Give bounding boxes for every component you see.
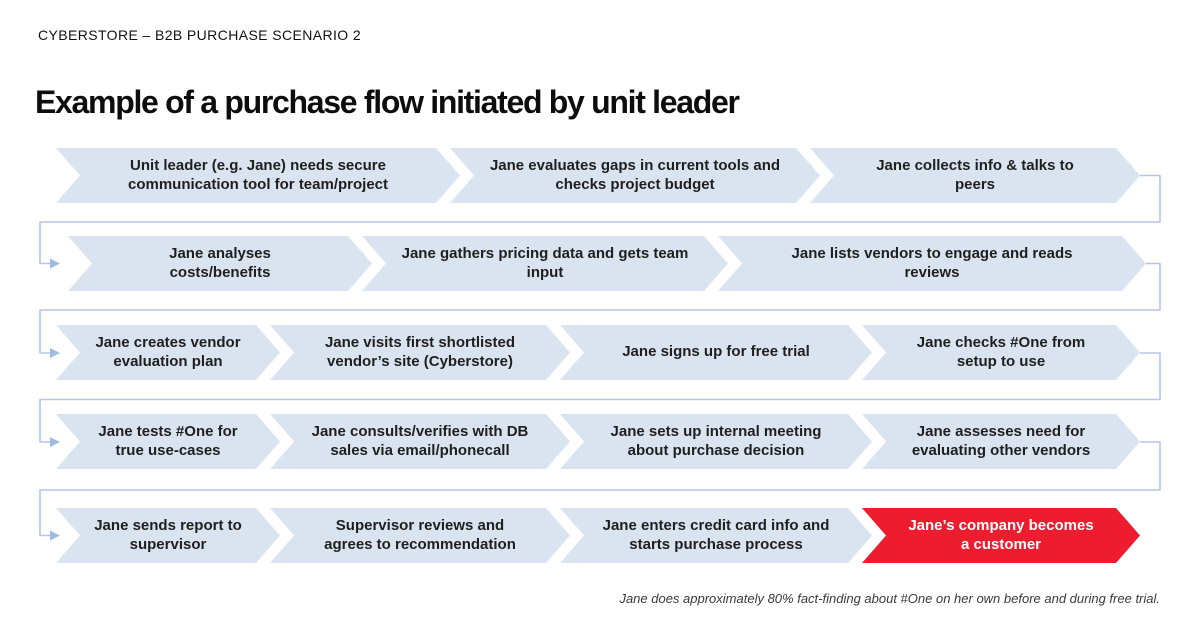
flow-step-label: Jane analyses costs/benefits <box>169 244 271 281</box>
flow-step-label: Jane signs up for free trial <box>622 343 810 361</box>
flow-step-final: Jane’s company becomes a customer <box>862 508 1140 563</box>
flow-step: Jane assesses need for evaluating other … <box>862 414 1140 469</box>
flow-step-label: Jane visits first shortlisted vendor’s s… <box>324 333 516 370</box>
flow-step-label: Jane enters credit card info and starts … <box>602 516 830 553</box>
flow-step: Jane gathers pricing data and gets team … <box>362 236 728 291</box>
flow-step-label: Supervisor reviews and agrees to recomme… <box>324 516 516 553</box>
flow-step: Jane signs up for free trial <box>560 325 872 380</box>
flow-step-label: Jane consults/verifies with DB sales via… <box>311 422 529 459</box>
flow-step: Jane sends report to supervisor <box>56 508 280 563</box>
flow-step-label: Jane sets up internal meeting about purc… <box>610 422 822 459</box>
flow-step-label: Jane creates vendor evaluation plan <box>95 333 241 370</box>
flow-step: Supervisor reviews and agrees to recomme… <box>270 508 570 563</box>
flow-step: Jane consults/verifies with DB sales via… <box>270 414 570 469</box>
flow-step-label: Jane tests #One for true use-cases <box>98 422 238 459</box>
flow-step: Jane visits first shortlisted vendor’s s… <box>270 325 570 380</box>
flow-step: Unit leader (e.g. Jane) needs secure com… <box>56 148 460 203</box>
arrow-icon <box>50 530 60 541</box>
flow-step: Jane collects info & talks to peers <box>810 148 1140 203</box>
arrow-icon <box>50 348 60 358</box>
flow-step-label: Jane lists vendors to engage and reads r… <box>791 244 1073 281</box>
flow-step: Jane enters credit card info and starts … <box>560 508 872 563</box>
flow-step-label: Jane assesses need for evaluating other … <box>911 422 1091 459</box>
flow-step: Jane tests #One for true use-cases <box>56 414 280 469</box>
page-title: Example of a purchase flow initiated by … <box>35 84 740 120</box>
slide-kicker: CYBERSTORE – B2B PURCHASE SCENARIO 2 <box>38 27 362 43</box>
flow-step: Jane evaluates gaps in current tools and… <box>450 148 820 203</box>
flow-step: Jane lists vendors to engage and reads r… <box>718 236 1146 291</box>
flow-step: Jane checks #One from setup to use <box>862 325 1140 380</box>
flow-step-label: Jane checks #One from setup to use <box>916 333 1086 370</box>
flow-step-label: Jane evaluates gaps in current tools and… <box>489 156 781 193</box>
flow-step-label: Jane’s company becomes a customer <box>908 516 1094 553</box>
flow-step: Jane sets up internal meeting about purc… <box>560 414 872 469</box>
flow-step-label: Jane gathers pricing data and gets team … <box>401 244 689 281</box>
footnote: Jane does approximately 80% fact-finding… <box>619 591 1160 606</box>
flow-step-label: Unit leader (e.g. Jane) needs secure com… <box>127 156 389 193</box>
flow-step: Jane creates vendor evaluation plan <box>56 325 280 380</box>
flow-step-label: Jane collects info & talks to peers <box>876 156 1074 193</box>
arrow-icon <box>50 437 60 447</box>
flow-step: Jane analyses costs/benefits <box>68 236 372 291</box>
arrow-icon <box>50 258 60 269</box>
flow-step-label: Jane sends report to supervisor <box>94 516 242 553</box>
